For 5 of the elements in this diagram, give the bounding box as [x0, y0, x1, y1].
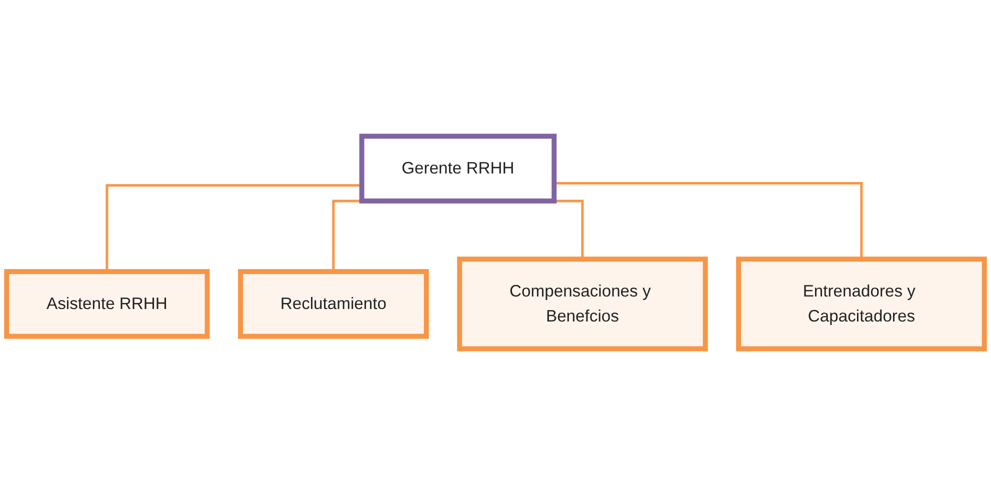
- node-box: Gerente RRHH: [359, 134, 557, 204]
- node-box: Reclutamiento: [238, 269, 429, 339]
- node-box: Asistente RRHH: [4, 269, 210, 339]
- node-box: Compensaciones y Benefcios: [457, 256, 708, 352]
- node-box: Entrenadores y Capacitadores: [736, 256, 987, 352]
